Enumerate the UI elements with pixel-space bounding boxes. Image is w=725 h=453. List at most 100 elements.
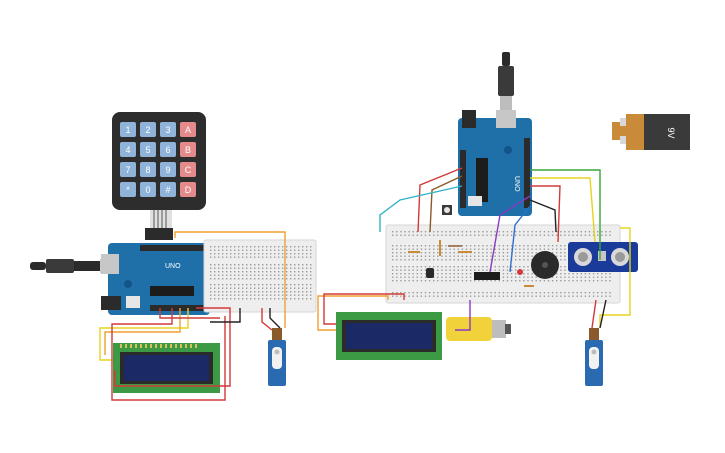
breadboard-hole — [506, 295, 509, 297]
breadboard-hole — [469, 295, 472, 297]
keypad-key[interactable] — [180, 142, 196, 157]
keypad-key[interactable] — [160, 122, 176, 137]
breadboard-hole — [584, 295, 587, 297]
breadboard-hole — [278, 278, 280, 280]
breadboard-hole — [551, 245, 554, 247]
keypad-key[interactable] — [180, 122, 196, 137]
keypad-key[interactable] — [160, 142, 176, 157]
breadboard-hole — [298, 267, 300, 269]
breadboard-hole — [531, 231, 533, 233]
breadboard-hole — [560, 276, 562, 278]
breadboard-hole — [392, 252, 394, 254]
breadboard-hole — [262, 287, 264, 289]
breadboard-hole — [490, 255, 492, 257]
breadboard-hole — [230, 264, 232, 266]
keypad-key[interactable] — [140, 142, 156, 157]
breadboard-hole — [564, 248, 566, 250]
breadboard-hole — [234, 291, 236, 293]
lcd-16x2-left[interactable] — [113, 343, 220, 393]
breadboard-hole — [226, 287, 228, 289]
breadboard-hole — [246, 298, 248, 300]
servo-horn — [272, 347, 282, 369]
arduino-uno-right[interactable]: UNO — [458, 110, 532, 216]
breadboard-left[interactable] — [203, 239, 317, 313]
keypad-key[interactable] — [180, 182, 196, 197]
breadboard-hole — [400, 292, 402, 294]
breadboard-hole — [294, 284, 296, 286]
breadboard-hole — [494, 259, 496, 261]
dc-gear-motor[interactable] — [446, 317, 511, 341]
breadboard-hole — [494, 231, 496, 233]
transistor[interactable] — [426, 268, 434, 278]
arduino-uno-left[interactable]: UNO — [101, 243, 210, 315]
breadboard-hole — [286, 287, 288, 289]
breadboard-hole — [396, 295, 398, 297]
breadboard-hole — [453, 266, 455, 268]
breadboard-hole — [433, 295, 435, 297]
keypad-key[interactable] — [160, 162, 176, 177]
breadboard-hole — [437, 276, 439, 278]
keypad-key[interactable] — [160, 182, 176, 197]
breadboard-hole — [258, 249, 260, 251]
breadboard-hole — [502, 259, 505, 261]
servo-right[interactable] — [585, 328, 603, 386]
breadboard-hole — [564, 255, 566, 257]
breadboard-hole — [274, 284, 276, 286]
breadboard-hole — [498, 280, 500, 282]
breadboard-hole — [286, 253, 288, 255]
breadboard-hole — [210, 298, 212, 300]
breadboard-hole — [408, 295, 410, 297]
keypad-key[interactable] — [120, 182, 136, 197]
breadboard-hole — [428, 259, 431, 261]
led[interactable] — [517, 269, 523, 275]
breadboard-hole — [428, 266, 431, 268]
breadboard-hole — [230, 298, 232, 300]
ultrasonic-sensor[interactable] — [568, 242, 638, 272]
battery-9v[interactable]: 9V — [612, 114, 690, 150]
breadboard-hole — [222, 253, 224, 255]
piezo-buzzer[interactable] — [531, 251, 559, 279]
keypad-key[interactable] — [140, 122, 156, 137]
breadboard-hole — [437, 266, 439, 268]
breadboard-hole — [392, 248, 394, 250]
breadboard-hole — [424, 295, 427, 297]
breadboard-hole — [506, 248, 509, 250]
breadboard-hole — [519, 276, 521, 278]
breadboard-hole — [396, 248, 398, 250]
breadboard-hole — [453, 276, 455, 278]
keypad-key[interactable] — [120, 162, 136, 177]
breadboard-right[interactable] — [385, 224, 621, 304]
breadboard-hole — [310, 267, 312, 269]
breadboard-hole — [302, 267, 304, 269]
keypad-key-label: 6 — [165, 145, 170, 155]
servo-left[interactable] — [268, 328, 286, 386]
breadboard-hole — [282, 253, 284, 255]
keypad-key[interactable] — [140, 182, 156, 197]
keypad-key[interactable] — [120, 122, 136, 137]
keypad-key-label: 2 — [145, 125, 150, 135]
breadboard-hole — [404, 248, 406, 250]
breadboard-hole — [396, 252, 398, 254]
keypad-key[interactable] — [140, 162, 156, 177]
breadboard-hole — [539, 292, 541, 294]
breadboard-hole — [469, 248, 472, 250]
breadboard-hole — [560, 295, 562, 297]
ic-chip[interactable] — [474, 272, 500, 280]
breadboard-hole — [428, 295, 431, 297]
breadboard-hole — [453, 234, 455, 236]
breadboard-hole — [310, 287, 312, 289]
breadboard-hole — [584, 276, 587, 278]
lcd-16x2-right[interactable] — [336, 312, 442, 360]
keypad-key[interactable] — [180, 162, 196, 177]
push-button[interactable] — [442, 205, 452, 215]
breadboard-hole — [302, 278, 304, 280]
keypad-key[interactable] — [120, 142, 136, 157]
breadboard-hole — [412, 280, 414, 282]
breadboard-hole — [392, 234, 394, 236]
breadboard-hole — [282, 271, 284, 273]
breadboard-hole — [262, 278, 264, 280]
breadboard-hole — [258, 294, 260, 296]
breadboard-hole — [535, 234, 537, 236]
